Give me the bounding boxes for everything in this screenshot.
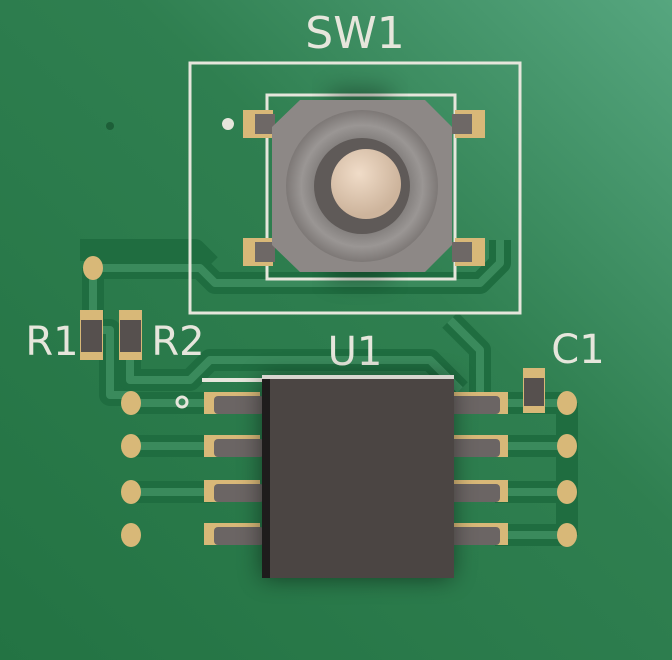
sw1-outline (188, 61, 522, 315)
ic-u1[interactable]: U1 (175, 329, 508, 578)
resistor-r2[interactable]: R2 (119, 310, 205, 365)
mounting-mark (106, 122, 114, 130)
r1-label: R1 (25, 319, 78, 365)
resistor-r1[interactable]: R1 (25, 310, 103, 365)
capacitor-c1[interactable]: C1 (523, 327, 605, 413)
u1-label: U1 (328, 329, 383, 375)
c1-label: C1 (551, 327, 604, 373)
pin1-marker (175, 395, 189, 409)
through-hole-pads (83, 256, 577, 547)
sw1-label: SW1 (305, 8, 404, 59)
ic-body (262, 375, 454, 578)
switch-sw1[interactable]: SW1 (188, 8, 522, 315)
pin1-marker (222, 118, 234, 130)
r2-label: R2 (151, 319, 204, 365)
switch-button-cap[interactable] (331, 149, 401, 219)
